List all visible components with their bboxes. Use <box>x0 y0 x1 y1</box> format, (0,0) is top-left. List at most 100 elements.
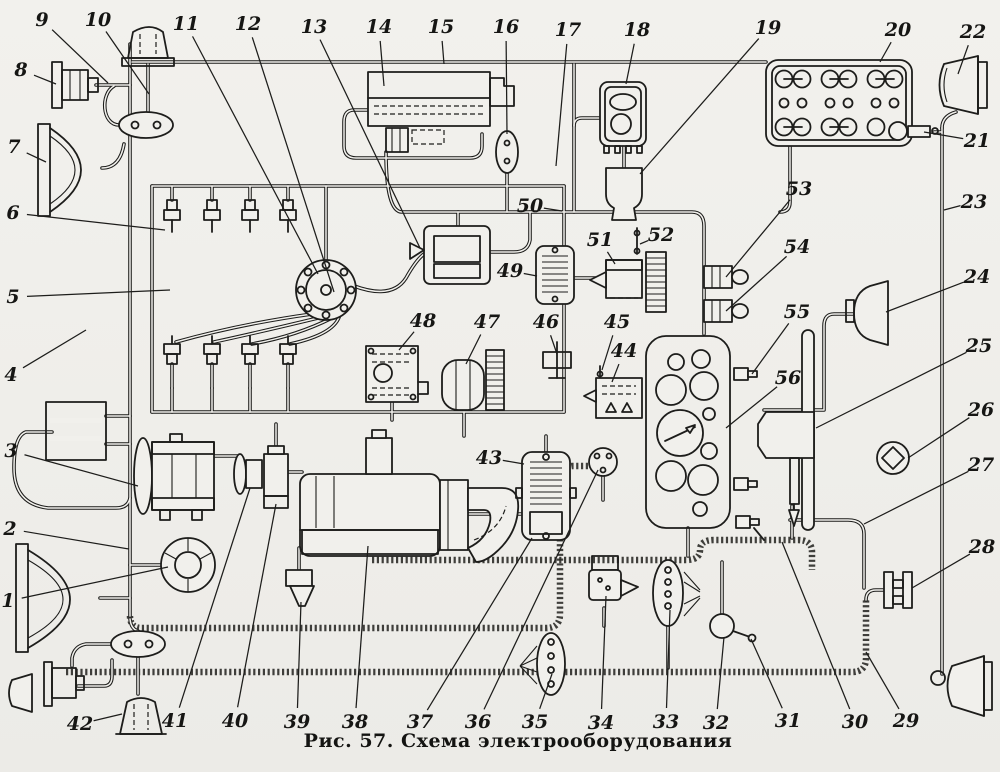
callout-leader-3 <box>24 454 139 487</box>
callout-36: 36 <box>465 711 491 733</box>
callout-leader-50 <box>543 207 563 212</box>
callout-leader-37 <box>426 537 533 711</box>
callout-49: 49 <box>497 260 523 282</box>
callout-41: 41 <box>162 710 188 732</box>
callout-19: 19 <box>755 17 781 39</box>
callout-56: 56 <box>775 367 801 389</box>
callout-46: 46 <box>533 311 559 333</box>
callout-leader-10 <box>105 31 150 95</box>
trailer-connector <box>883 571 913 609</box>
callout-21: 21 <box>963 130 990 152</box>
callout-24: 24 <box>963 266 990 288</box>
callout-leader-32 <box>716 636 725 710</box>
callout-leader-35 <box>539 673 553 710</box>
lighting-switch <box>588 555 639 601</box>
callout-leader-42 <box>93 713 123 722</box>
callout-leader-53 <box>725 199 791 278</box>
spark-plugs-bottom-row <box>163 335 297 365</box>
callout-9: 9 <box>35 9 48 31</box>
resistor-strip <box>645 251 667 313</box>
headlight-upper <box>37 123 82 217</box>
flasher-relay <box>589 259 643 299</box>
voltage-regulator-upper <box>535 245 575 305</box>
underhood-lamp <box>285 569 315 607</box>
callout-13: 13 <box>301 16 327 38</box>
callout-leader-2 <box>23 530 130 550</box>
callout-leader-52 <box>639 239 649 245</box>
toggle-switch-upper <box>703 265 749 289</box>
fuel-gauge-unit <box>583 377 643 419</box>
callout-31: 31 <box>775 710 801 732</box>
callout-leader-12 <box>251 37 335 293</box>
callout-14: 14 <box>366 16 392 38</box>
callout-23: 23 <box>960 191 987 213</box>
callout-leader-8 <box>33 74 57 85</box>
callout-16: 16 <box>493 16 519 38</box>
fuse-block <box>765 59 939 147</box>
terminal-block-lower <box>519 632 566 696</box>
panel-switches <box>733 367 765 541</box>
tail-lamp-bottom-right <box>930 655 993 717</box>
wiring-harness <box>12 42 958 696</box>
generator <box>133 433 215 521</box>
callout-leader-5 <box>26 289 171 298</box>
callout-leader-36 <box>483 469 599 710</box>
heater-resonator-box <box>365 345 429 403</box>
callout-33: 33 <box>653 711 679 733</box>
callout-leader-40 <box>236 503 277 708</box>
callout-35: 35 <box>522 711 548 733</box>
callout-leader-28 <box>911 553 971 589</box>
callout-leader-6 <box>26 213 166 231</box>
callout-18: 18 <box>624 19 650 41</box>
starter <box>299 429 520 563</box>
callout-leader-23 <box>943 205 961 211</box>
callout-42: 42 <box>67 713 93 735</box>
callout-leader-46 <box>549 335 558 355</box>
callout-leader-31 <box>750 638 783 709</box>
callout-leader-56 <box>725 386 778 429</box>
callout-48: 48 <box>410 310 436 332</box>
callout-leader-45 <box>601 335 614 371</box>
callout-20: 20 <box>884 19 911 41</box>
callout-leader-47 <box>465 334 482 365</box>
marker-lamp-lower-left <box>8 673 33 713</box>
spark-plugs-top-row <box>163 199 297 233</box>
ignition-coil <box>409 225 491 285</box>
horn-vibrator <box>605 167 643 221</box>
callout-30: 30 <box>842 711 868 733</box>
parking-lamp-lower <box>43 661 85 707</box>
callout-leader-16 <box>505 40 508 135</box>
callout-10: 10 <box>85 9 111 31</box>
ignition-distributor <box>295 259 357 321</box>
callout-leader-27 <box>863 470 969 525</box>
callout-32: 32 <box>703 712 729 734</box>
callout-leader-54 <box>725 255 788 312</box>
callout-leader-7 <box>26 152 47 163</box>
callout-leader-43 <box>502 459 525 465</box>
callout-leader-18 <box>625 43 635 85</box>
callout-50: 50 <box>517 195 543 217</box>
callout-2: 2 <box>2 518 16 540</box>
callout-leader-49 <box>523 272 538 277</box>
callout-5: 5 <box>6 286 19 308</box>
stoplight-switch <box>709 613 757 643</box>
callout-12: 12 <box>235 13 261 35</box>
callout-leader-21 <box>923 131 964 140</box>
callout-4: 4 <box>4 364 17 386</box>
callout-17: 17 <box>555 19 581 41</box>
callout-leader-51 <box>606 251 616 265</box>
terminal-pin <box>633 227 641 255</box>
callout-leader-41 <box>178 487 251 708</box>
wiper-motor <box>441 349 505 411</box>
callout-45: 45 <box>604 311 630 333</box>
callout-53: 53 <box>786 178 812 200</box>
callout-11: 11 <box>173 13 199 35</box>
callout-47: 47 <box>474 311 500 333</box>
horn <box>845 280 889 346</box>
battery <box>45 401 107 461</box>
callout-3: 3 <box>4 440 17 462</box>
callout-37: 37 <box>407 711 433 733</box>
callout-leader-11 <box>191 36 319 275</box>
